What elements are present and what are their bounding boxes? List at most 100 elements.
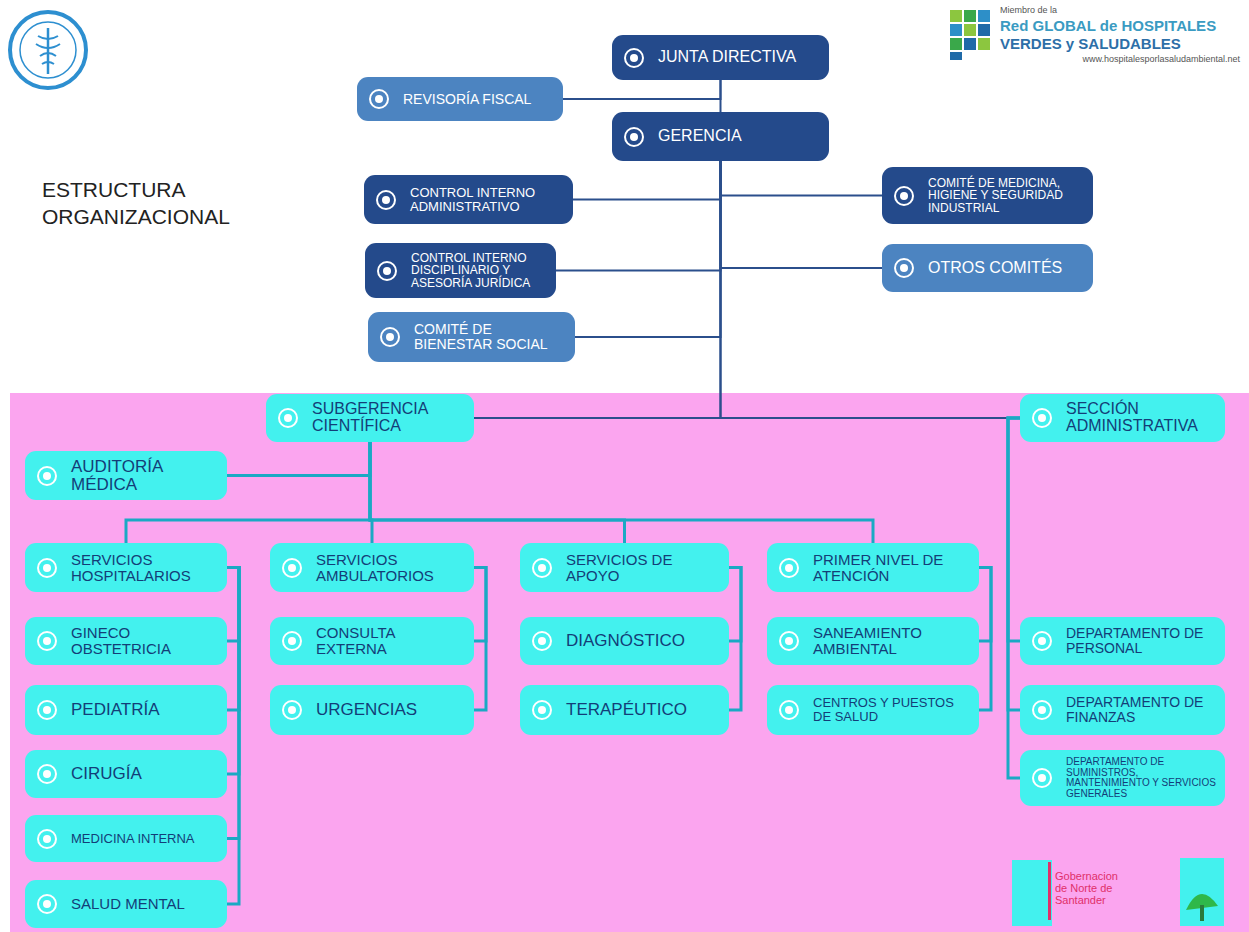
unit-box: CONSULTA EXTERNA (270, 617, 474, 665)
box-label: CIRUGÍA (25, 761, 150, 787)
text-holder: CONTROL INTERNO ADMINISTRATIVO (364, 182, 573, 217)
connector-line (575, 161, 721, 337)
bullet-icon (894, 258, 914, 278)
text-holder: CONSULTA EXTERNA (270, 621, 474, 661)
box-label: SERVICIOS HOSPITALARIOS (25, 548, 227, 588)
connector-line (370, 442, 625, 543)
bullet-icon (1032, 768, 1052, 788)
box-label: CENTROS Y PUESTOS DE SALUD (767, 692, 979, 727)
box-label: PRIMER NIVEL DE ATENCIÓN (767, 548, 979, 588)
unit-box: DEPARTAMENTO DE SUMINISTROS, MANTENIMIEN… (1020, 750, 1225, 806)
box-label: URGENCIAS (270, 697, 425, 723)
connector-line (1008, 418, 1020, 641)
text-holder: URGENCIAS (270, 697, 425, 723)
unit-box: SECCIÓN ADMINISTRATIVA (1020, 394, 1225, 442)
text-holder: MEDICINA INTERNA (25, 828, 203, 850)
bullet-icon (37, 829, 57, 849)
management-box: CONTROL INTERNO DISCIPLINARIO Y ASESORÍA… (365, 243, 556, 298)
text-holder: AUDITORÍA MÉDICA (25, 454, 227, 498)
connector-line (563, 80, 721, 99)
box-label: SALUD MENTAL (25, 892, 193, 916)
bullet-icon (1032, 408, 1052, 428)
text-holder: SALUD MENTAL (25, 892, 193, 916)
bullet-icon (532, 631, 552, 651)
box-label: COMITÉ DE MEDICINA, HIGIENE Y SEGURIDAD … (882, 173, 1093, 219)
text-holder: COMITÉ DE MEDICINA, HIGIENE Y SEGURIDAD … (882, 173, 1093, 219)
text-holder: SERVICIOS DE APOYO (520, 548, 729, 588)
connector-line (556, 161, 721, 271)
connector-line (227, 568, 239, 905)
network-logo (950, 10, 990, 60)
box-label: SUBGERENCIA CIENTÍFICA (266, 397, 474, 439)
box-label: AUDITORÍA MÉDICA (25, 454, 227, 498)
bullet-icon (282, 631, 302, 651)
text-holder: SANEAMIENTO AMBIENTAL (767, 621, 979, 661)
text-holder: OTROS COMITÉS (882, 256, 1070, 281)
box-label: DEPARTAMENTO DE FINANZAS (1020, 691, 1225, 728)
connector-line (227, 442, 370, 476)
text-label: VERDES y SALUDABLES (1000, 36, 1245, 53)
bullet-icon (380, 327, 400, 347)
connector-line (573, 161, 721, 200)
box-label: DEPARTAMENTO DE PERSONAL (1020, 622, 1225, 659)
text-holder: JUNTA DIRECTIVA (612, 45, 804, 70)
unit-box: PRIMER NIVEL DE ATENCIÓN (767, 543, 979, 592)
bullet-icon (624, 127, 644, 147)
management-box: REVISORÍA FISCAL (357, 77, 563, 121)
box-label: CONSULTA EXTERNA (270, 621, 474, 661)
connector-line (474, 568, 486, 642)
box-label: GINECO OBSTETRICIA (25, 621, 227, 661)
text-label: www.hospitalesporlasaludambiental.net (1000, 55, 1240, 65)
connector-line (227, 568, 239, 839)
text-holder: DEPARTAMENTO DE FINANZAS (1020, 691, 1225, 728)
connector-line (1008, 418, 1020, 710)
text-holder: COMITÉ DE BIENESTAR SOCIAL (368, 318, 575, 355)
unit-box: SALUD MENTAL (25, 880, 227, 928)
management-box: OTROS COMITÉS (882, 244, 1093, 292)
hospital-logo (10, 12, 86, 88)
text-holder: PRIMER NIVEL DE ATENCIÓN (767, 548, 979, 588)
unit-box: CIRUGÍA (25, 750, 227, 798)
unit-box: GINECO OBSTETRICIA (25, 617, 227, 665)
text-holder: DIAGNÓSTICO (520, 628, 693, 654)
bullet-icon (779, 631, 799, 651)
box-label: REVISORÍA FISCAL (357, 88, 539, 111)
text-holder: SERVICIOS AMBULATORIOS (270, 548, 474, 588)
text-holder: SUBGERENCIA CIENTÍFICA (266, 397, 474, 439)
bullet-icon (282, 700, 302, 720)
unit-box: SUBGERENCIA CIENTÍFICA (266, 394, 474, 442)
box-label: DEPARTAMENTO DE SUMINISTROS, MANTENIMIEN… (1020, 753, 1225, 803)
bullet-icon (282, 558, 302, 578)
unit-box: MEDICINA INTERNA (25, 815, 227, 862)
unit-box: SANEAMIENTO AMBIENTAL (767, 617, 979, 665)
box-label: TERAPÉUTICO (520, 697, 695, 723)
bullet-icon (1032, 631, 1052, 651)
text-holder: GERENCIA (612, 124, 750, 149)
unit-box: SERVICIOS AMBULATORIOS (270, 543, 474, 592)
text-holder: CONTROL INTERNO DISCIPLINARIO Y ASESORÍA… (365, 248, 556, 294)
text-holder: REVISORÍA FISCAL (357, 88, 539, 111)
connector-line (729, 568, 741, 642)
box-label: COMITÉ DE BIENESTAR SOCIAL (368, 318, 575, 355)
unit-box: DIAGNÓSTICO (520, 617, 729, 665)
box-label: PEDIATRÍA (25, 697, 167, 723)
management-box: GERENCIA (612, 112, 829, 161)
bullet-icon (37, 558, 57, 578)
text-holder: CIRUGÍA (25, 761, 150, 787)
bullet-icon (37, 894, 57, 914)
box-label: SANEAMIENTO AMBIENTAL (767, 621, 979, 661)
government-logo (1012, 858, 1224, 926)
text-holder: DEPARTAMENTO DE PERSONAL (1020, 622, 1225, 659)
text-holder: DEPARTAMENTO DE SUMINISTROS, MANTENIMIEN… (1020, 753, 1225, 803)
text-label: Gobernacion de Norte de Santander (1055, 870, 1125, 906)
bullet-icon (532, 558, 552, 578)
bullet-icon (894, 186, 914, 206)
unit-box: PEDIATRÍA (25, 685, 227, 735)
bullet-icon (37, 631, 57, 651)
management-box: COMITÉ DE BIENESTAR SOCIAL (368, 312, 575, 362)
connector-line (721, 161, 883, 268)
bullet-icon (1032, 700, 1052, 720)
chart-title: ESTRUCTURA ORGANIZACIONAL (42, 176, 272, 231)
management-box: COMITÉ DE MEDICINA, HIGIENE Y SEGURIDAD … (882, 167, 1093, 224)
